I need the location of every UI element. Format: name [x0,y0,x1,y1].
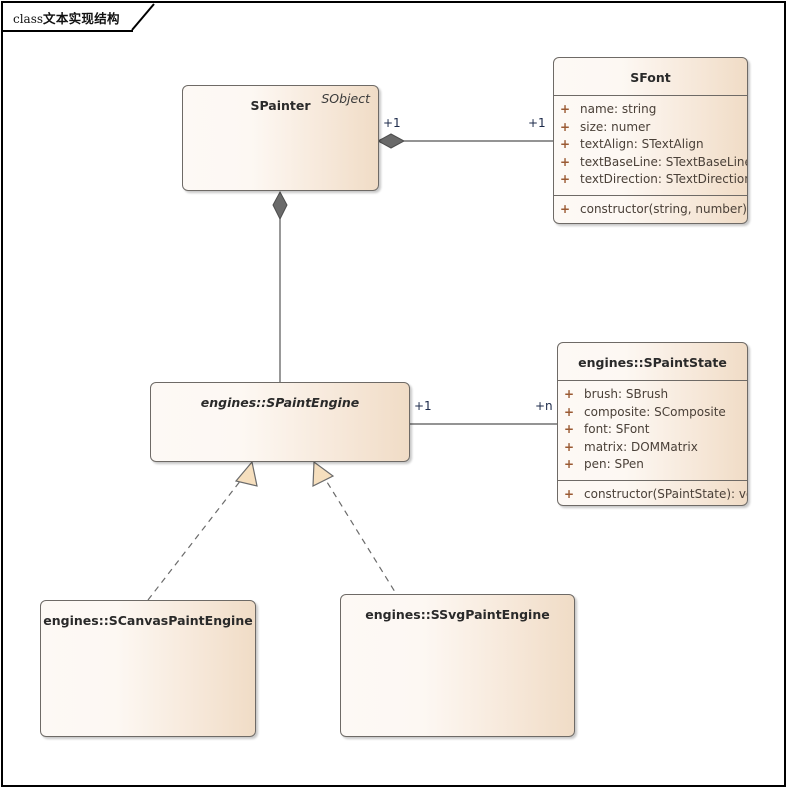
diagram-frame-tab: class文本实现结构 [1,1,155,32]
attribute-text: name: string [580,102,657,116]
visibility-marker: + [560,102,571,116]
visibility-marker: + [560,137,571,151]
operation-compartment-sfont: + constructor(string, number): void [554,196,747,224]
attribute-text: matrix: DOMMatrix [584,439,698,454]
attribute-row: + pen: SPen [558,456,747,474]
class-name-sfont: SFont [630,70,671,85]
visibility-marker: + [564,422,575,436]
attribute-row: + name: string [554,101,747,119]
attribute-row: + composite: SComposite [558,404,747,422]
class-box-ssvgpaintengine[interactable]: engines::SSvgPaintEngine [340,594,575,737]
class-name-spaintengine: engines::SPaintEngine [200,395,360,410]
link-canvas-realization [147,460,258,601]
compartment-divider [554,95,747,96]
operation-compartment-spaintstate: + constructor(SPaintState): void [558,481,747,506]
attribute-text: textAlign: STextAlign [580,137,704,151]
attribute-row: + textAlign: STextAlign [554,136,747,154]
link-painter-font [376,133,553,149]
diagram-frame-title: class文本实现结构 [13,8,120,27]
visibility-marker: + [564,404,575,419]
attribute-row: + font: SFont [558,421,747,439]
composition-diamond-icon [376,133,406,149]
attribute-text: font: SFont [584,422,650,436]
class-box-sfont[interactable]: SFont + name: string + size: numer + textAl… [553,57,748,224]
operation-text: constructor(string, number): void [580,201,748,216]
attribute-row: + brush: SBrush [558,386,747,404]
operation-row: + constructor(string, number): void [554,201,747,219]
link-painter-engine [272,190,288,385]
operation-row: + constructor(SPaintState): void [558,486,747,504]
attribute-text: brush: SBrush [584,387,669,401]
realization-triangle-icon [312,460,335,487]
class-name-ssvgpaintengine: engines::SSvgPaintEngine [365,607,550,622]
class-box-spainter[interactable]: SObject SPainter [182,85,379,191]
visibility-marker: + [560,154,571,169]
composition-diamond-icon [272,190,288,221]
attribute-text: composite: SComposite [584,404,726,419]
realization-triangle-icon [234,460,258,487]
attribute-row: + textBaseLine: STextBaseLine [554,154,747,172]
visibility-marker: + [564,486,575,501]
visibility-marker: + [564,387,575,401]
diagram-frame-tab-slant [131,3,155,31]
multiplicity-engine-state-source: +1 [414,399,432,413]
stereotype-label: SObject [321,91,370,106]
diagram-frame-tab-body [3,3,133,32]
visibility-marker: + [560,119,571,134]
attribute-text: pen: SPen [584,457,644,471]
attribute-text: size: numer [580,119,651,134]
multiplicity-painter-font-target: +1 [528,116,546,130]
visibility-marker: + [560,172,571,186]
link-svg-realization [312,460,401,601]
visibility-marker: + [564,457,575,471]
class-box-spaintstate[interactable]: engines::SPaintState +brush: SBrush +com… [557,342,748,506]
attribute-row: + matrix: DOMMatrix [558,439,747,457]
attribute-text: textBaseLine: STextBaseLine [580,154,748,169]
class-name-spainter: SPainter [250,98,311,113]
attribute-compartment-sfont: + name: string + size: numer + textAlign: S… [554,96,747,195]
compartment-divider [558,380,747,381]
attribute-row: + size: numer [554,119,747,137]
compartment-divider [558,479,747,481]
class-name-spaintstate: engines::SPaintState [578,355,727,370]
operation-text: constructor(SPaintState): void [584,486,748,501]
attribute-row: + textDirection: STextDirection [554,171,747,189]
visibility-marker: + [560,201,571,216]
compartment-divider [554,194,747,196]
diagram-frame-title-text: 文本实现结构 [43,11,120,26]
class-box-spaintengine[interactable]: engines::SPaintEngine [150,382,410,462]
multiplicity-engine-state-target: +n [535,399,553,413]
class-box-scanvaspaintengine[interactable]: engines::SCanvasPaintEngine [40,600,256,737]
class-name-scanvaspaintengine: engines::SCanvasPaintEngine [43,613,253,628]
attribute-text: textDirection: STextDirection [580,172,748,186]
diagram-frame-title-keyword: class [13,12,44,26]
attribute-compartment-spaintstate: + brush: SBrush + composite: SComposite + f… [558,381,747,480]
visibility-marker: + [564,439,575,454]
multiplicity-painter-font-source: +1 [383,116,401,130]
